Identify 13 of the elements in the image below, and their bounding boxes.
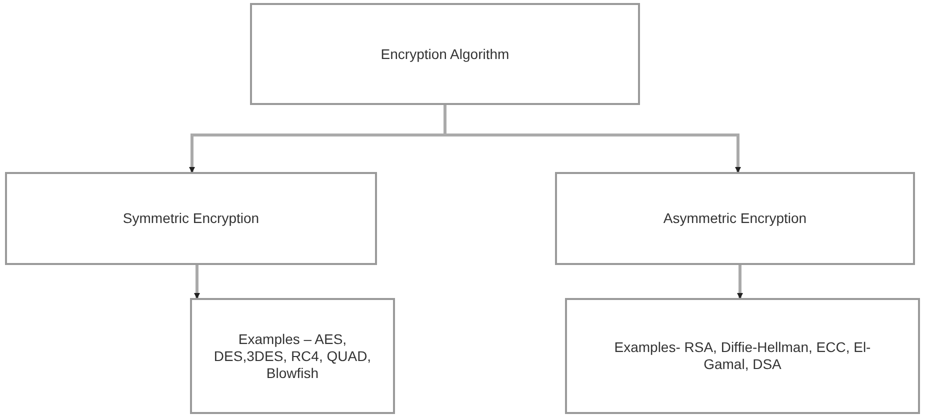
text-box xyxy=(250,3,640,105)
node-label: Examples- RSA, Diffie-Hellman, ECC, El-Gamal, DSA xyxy=(613,339,872,373)
node-label: Asymmetric Encryption xyxy=(663,210,807,227)
text-box xyxy=(555,172,915,265)
text-box xyxy=(190,298,395,414)
connector-arrow xyxy=(194,265,200,299)
connector-arrow xyxy=(444,105,741,173)
text-box xyxy=(565,298,920,414)
node-label: Examples – AES, DES,3DES, RC4, QUAD, Blowfish xyxy=(212,330,372,382)
text-box xyxy=(5,172,377,265)
connector-arrow xyxy=(737,265,743,299)
node-label: Encryption Algorithm xyxy=(380,46,510,62)
node-label: Symmetric Encryption xyxy=(122,210,260,227)
